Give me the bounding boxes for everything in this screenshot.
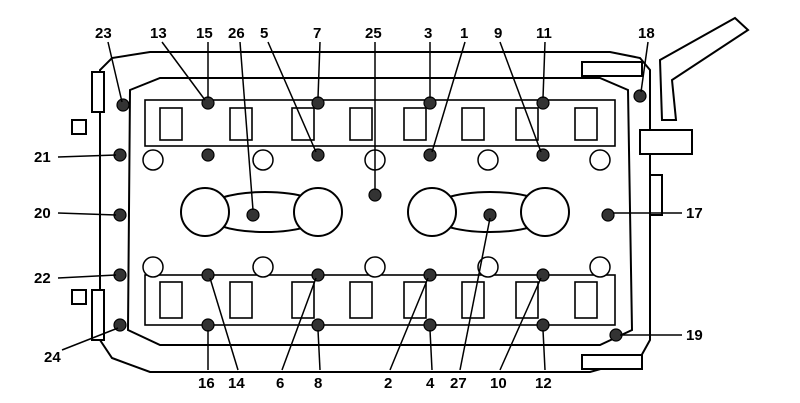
label-14: 14 <box>228 375 245 392</box>
camshafts <box>144 99 616 326</box>
label-9: 9 <box>494 25 502 42</box>
label-1: 1 <box>460 25 468 42</box>
inner-boundary <box>126 77 634 346</box>
label-5: 5 <box>260 25 268 42</box>
label-25: 25 <box>365 25 382 42</box>
bolt-labels: 23 13 15 26 5 7 25 3 1 9 11 18 21 20 22 … <box>34 25 703 392</box>
label-17: 17 <box>686 205 703 222</box>
label-7: 7 <box>313 25 321 42</box>
label-3: 3 <box>424 25 432 42</box>
label-15: 15 <box>196 25 213 42</box>
label-20: 20 <box>34 205 51 222</box>
label-27: 27 <box>450 375 467 392</box>
label-24: 24 <box>44 349 61 366</box>
label-21: 21 <box>34 149 51 166</box>
label-18: 18 <box>638 25 655 42</box>
bolts <box>113 89 647 342</box>
label-16: 16 <box>198 375 215 392</box>
leader-lines <box>57 41 682 371</box>
breather-tube <box>658 16 750 121</box>
label-4: 4 <box>426 375 435 392</box>
lifter-bores <box>142 149 611 278</box>
label-23: 23 <box>95 25 112 42</box>
label-10: 10 <box>490 375 507 392</box>
label-19: 19 <box>686 327 703 344</box>
label-8: 8 <box>314 375 322 392</box>
label-22: 22 <box>34 270 51 287</box>
label-26: 26 <box>228 25 245 42</box>
label-6: 6 <box>276 375 284 392</box>
label-13: 13 <box>150 25 167 42</box>
label-2: 2 <box>384 375 392 392</box>
label-11: 11 <box>536 25 552 42</box>
label-12: 12 <box>535 375 552 392</box>
